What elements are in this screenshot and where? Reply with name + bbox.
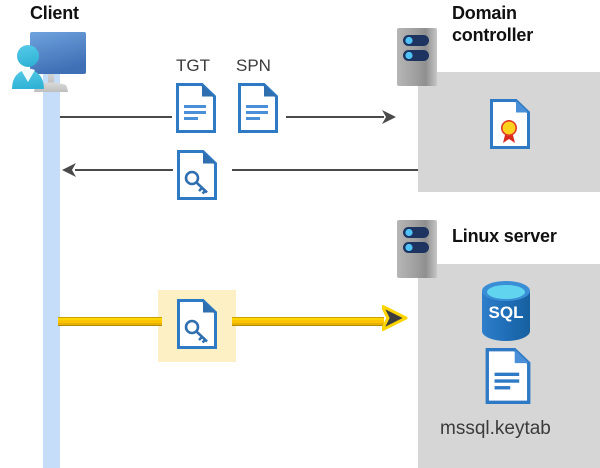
spn-label: SPN (236, 56, 271, 75)
flow-2-line-left (75, 169, 173, 171)
client-title: Client (30, 3, 79, 23)
tgt-document-icon (176, 83, 216, 133)
tgt-label: TGT (176, 56, 210, 75)
flow-3-arrowhead-right (380, 304, 408, 336)
flow-3-line-left (58, 317, 162, 326)
flow-2-line-right (232, 169, 418, 171)
flow-1-line-right (286, 116, 384, 118)
domain-controller-server-icon (397, 28, 437, 86)
keytab-filename-label: mssql.keytab (440, 418, 551, 439)
linux-server-icon (397, 220, 437, 278)
flow-2-arrowhead-left (60, 162, 76, 183)
domain-controller-title: Domain controller (452, 3, 534, 45)
linux-server-title: Linux server (452, 226, 557, 246)
sql-database-icon: SQL (478, 280, 534, 342)
spn-document-icon (238, 83, 278, 133)
flow-1-line-left (60, 116, 172, 118)
client-workstation-icon (6, 27, 90, 99)
client-lifeline (43, 72, 60, 468)
flow-3-line-right (232, 317, 384, 326)
flow-1-arrowhead-right (382, 109, 398, 130)
service-ticket-key-document-icon (177, 150, 217, 200)
certificate-document-icon (490, 99, 530, 149)
keytab-document-icon (485, 348, 531, 404)
sql-database-label: SQL (489, 303, 524, 322)
presented-ticket-key-document-icon (177, 299, 217, 349)
